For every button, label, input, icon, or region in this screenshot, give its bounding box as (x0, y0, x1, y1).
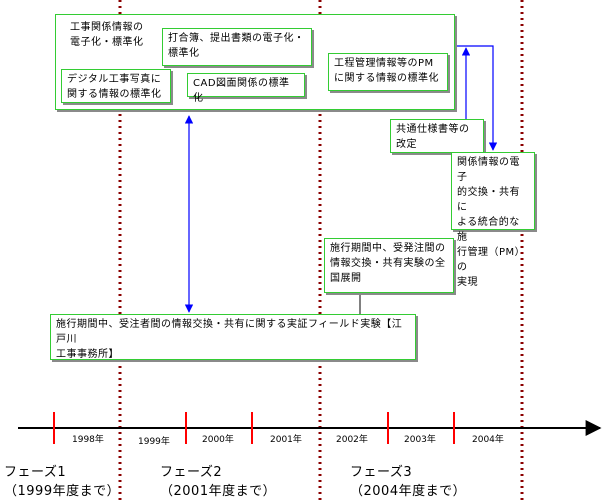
common-spec-box: 共通仕様書等の 改定 (390, 119, 484, 153)
cad-box: CAD図面関係の標準化 (187, 73, 305, 104)
year-label: 1999年 (138, 437, 170, 447)
nationwide-box: 施行期間中、受発注間の 情報交換・共有実験の全 国展開 (324, 238, 454, 293)
process-pm-box: 工程管理情報等のPM に関する情報の標準化 (328, 53, 448, 91)
outer-box-title: 工事関係情報の 電子化・標準化 (70, 22, 144, 48)
year-label: 1998年 (72, 435, 104, 445)
year-ticks (53, 412, 455, 444)
year-label: 2002年 (336, 435, 368, 445)
phase-2-label: フェーズ2 （2001年度まで） (160, 465, 277, 499)
year-label: 2004年 (472, 435, 504, 445)
field-experiment-box: 施行期間中、受注者間の情報交換・共有に関する実証フィールド実験【江戸川 工事事務… (50, 314, 416, 360)
year-label: 2001年 (270, 435, 302, 445)
phase-1-label: フェーズ1 （1999年度まで） (4, 465, 121, 499)
year-label: 2003年 (404, 435, 436, 445)
arrow-to-pm-box (456, 45, 498, 151)
digital-photo-box: デジタル工事写真に 関する情報の標準化 (61, 69, 171, 103)
year-label: 2000年 (202, 435, 234, 445)
phase-3-label: フェーズ3 （2004年度まで） (350, 465, 467, 499)
meeting-docs-box: 打合簿、提出書類の電子化・ 標準化 (162, 28, 312, 66)
pm-integrated-box: 関係情報の電子 的交換・共有に よる統合的な施 行管理（PM）の 実現 (451, 152, 535, 288)
